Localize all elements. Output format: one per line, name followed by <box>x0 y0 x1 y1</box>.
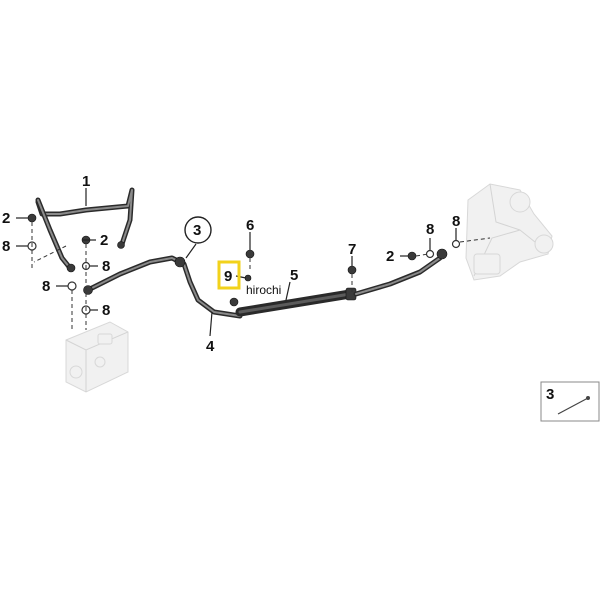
callouts: 1 2 8 2 8 8 8 3 4 6 9 5 hirochi 7 2 8 8 <box>2 173 460 355</box>
callout-9-highlight-box <box>217 260 241 290</box>
callout-8-left-top: 8 <box>2 238 10 255</box>
brake-pipe-part-1 <box>35 187 135 273</box>
callout-3-circle <box>184 216 212 244</box>
callout-8-right-a: 8 <box>426 221 434 238</box>
callout-9: 9 <box>224 268 232 285</box>
callout-2-left: 2 <box>2 210 10 227</box>
inset-frame <box>540 381 600 422</box>
callout-7: 7 <box>348 241 356 258</box>
abs-unit-ghost <box>65 321 129 393</box>
callout-5: 5 <box>290 267 298 284</box>
callout-1: 1 <box>82 173 90 190</box>
brake-hose-part-5 <box>229 248 448 317</box>
assembly-dash-lines <box>31 222 491 330</box>
brake-caliper-ghost <box>465 183 554 281</box>
callout-3: 3 <box>193 222 201 239</box>
callout-2-mid: 2 <box>100 232 108 249</box>
cable-tie-head-icon <box>586 396 590 400</box>
cable-tie-icon <box>557 397 589 415</box>
callout-2-right: 2 <box>386 248 394 265</box>
inset-box-part-3: 3 <box>540 381 600 422</box>
brake-line-part-4 <box>83 255 243 319</box>
leader-lines <box>16 188 457 337</box>
callout-8-right-b: 8 <box>452 213 460 230</box>
callout-8-mid-top: 8 <box>102 258 110 275</box>
fasteners <box>27 213 461 315</box>
callout-6: 6 <box>246 217 254 234</box>
watermark-text: hirochi <box>246 283 281 297</box>
callout-8-left-bottom: 8 <box>42 278 50 295</box>
callout-4: 4 <box>206 338 215 355</box>
inset-label: 3 <box>546 386 554 403</box>
callout-8-mid-bottom: 8 <box>102 302 110 319</box>
